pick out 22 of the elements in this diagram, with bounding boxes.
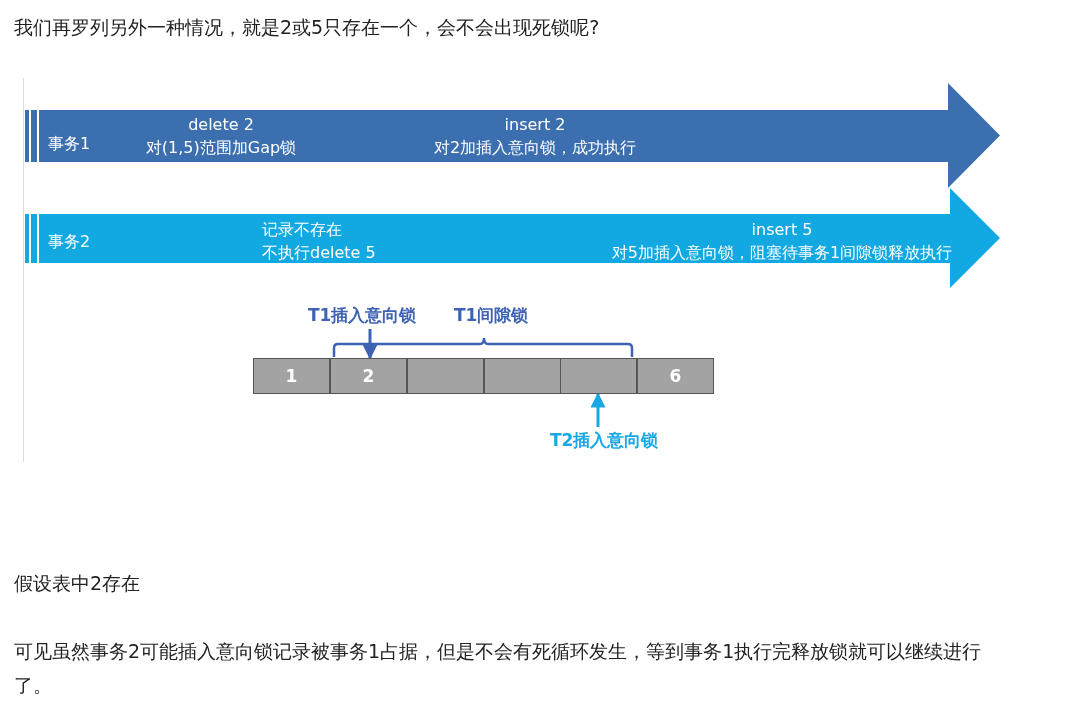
step-description: delete 2 对(1,5)范围加Gap锁 <box>145 114 297 159</box>
bracket-label: T1间隙锁 <box>454 304 529 327</box>
transaction-label: 事务2 <box>48 231 91 253</box>
step-description: insert 5 对5加插入意向锁，阻塞待事务1间隙锁释放执行 <box>611 219 953 264</box>
arrow <box>590 392 606 427</box>
timeline-arrow <box>25 83 1000 188</box>
paragraph-text: 可见虽然事务2可能插入意向锁记录被事务1占据，但是不会有死循环发生，等到事务1执行完释放锁就可以继续进行了。 <box>14 639 983 698</box>
paragraph-text: 我们再罗列另外一种情况，就是2或5只存在一个，会不会出现死锁呢? <box>14 15 600 40</box>
arrow <box>362 329 378 360</box>
record-cell <box>407 358 484 394</box>
record-cell <box>560 358 637 394</box>
callout-text: T2插入意向锁 <box>550 429 659 452</box>
record-cell: 1 <box>253 358 330 394</box>
record-cell: 2 <box>330 358 407 394</box>
callout-text: T1插入意向锁 <box>308 304 417 327</box>
transaction-label: 事务1 <box>48 133 91 155</box>
record-cell <box>484 358 561 394</box>
record-cell: 6 <box>637 358 714 394</box>
step-description: insert 2 对2加插入意向锁，成功执行 <box>433 114 637 159</box>
step-description: 记录不存在不执行delete 5 <box>262 219 376 264</box>
paragraph-text: 假设表中2存在 <box>14 571 141 596</box>
timeline-arrow <box>25 188 1000 288</box>
